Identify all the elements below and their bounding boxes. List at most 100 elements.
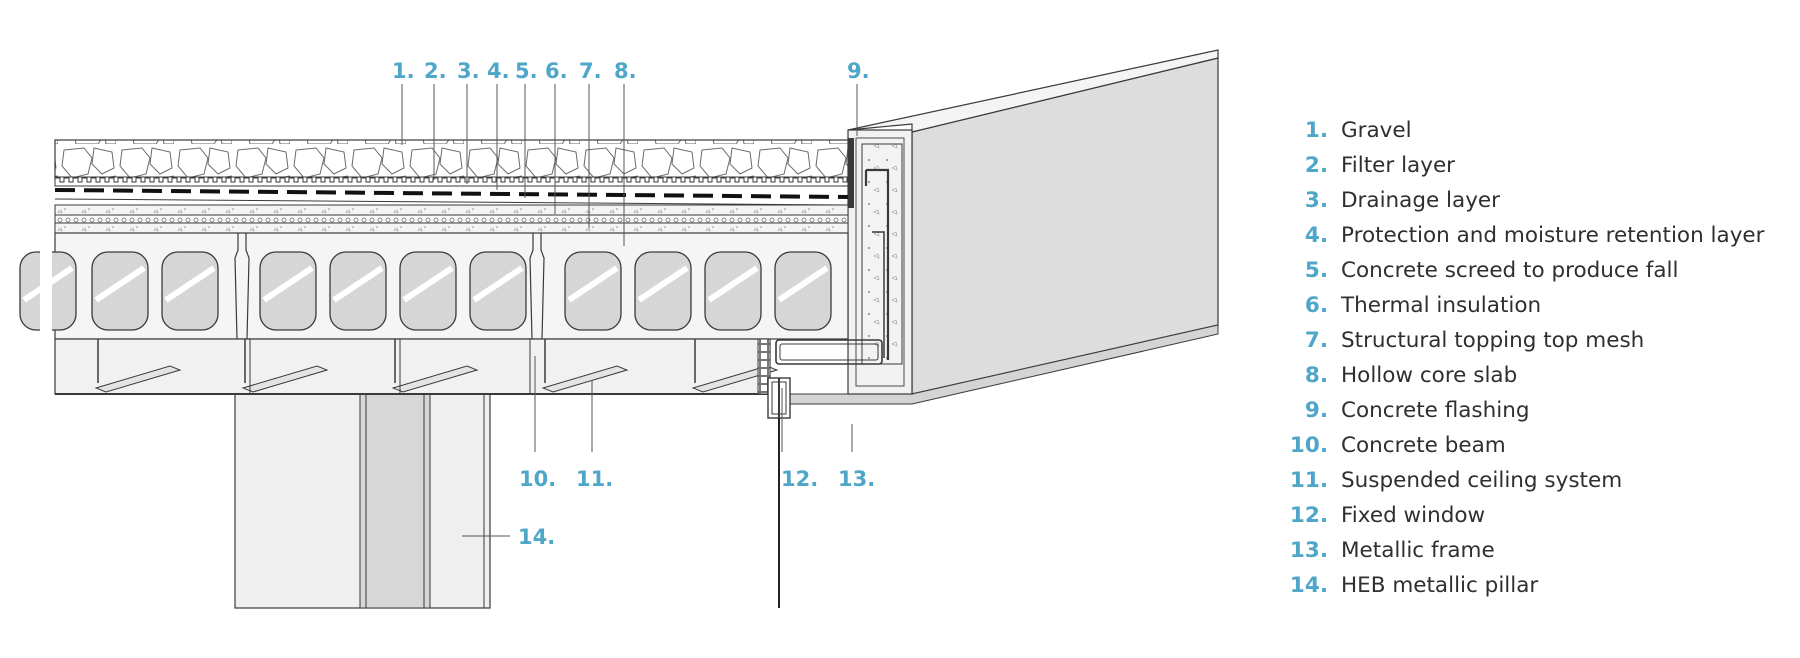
callout-labels: 1. 2. 3. 4. 5. 6. 7. 8. 9. 10. 11. 12. 1… <box>392 59 875 549</box>
legend-number: 13. <box>1289 538 1328 563</box>
callout-2: 2. <box>424 59 447 83</box>
suspended-ceiling-profiles <box>94 339 779 394</box>
slab-core-highlight <box>402 265 454 303</box>
legend-number: 6. <box>1304 293 1328 318</box>
slab-core <box>564 251 622 331</box>
slab-core <box>329 251 387 331</box>
callout-8: 8. <box>614 59 637 83</box>
slab-core <box>704 251 762 331</box>
legend-number: 11. <box>1289 468 1328 493</box>
screed-band <box>54 204 849 216</box>
legend-label: Fixed window <box>1341 503 1486 528</box>
legend-label: Hollow core slab <box>1341 363 1518 388</box>
legend-label: Thermal insulation <box>1341 293 1542 318</box>
callout-12: 12. <box>781 467 818 491</box>
slab-core-highlight <box>332 265 384 303</box>
slab-core-highlight <box>262 265 314 303</box>
gravel-layer <box>54 139 849 181</box>
ceiling-zone <box>54 338 779 395</box>
concrete-flashing <box>848 138 903 365</box>
legend-label: Drainage layer <box>1341 188 1500 213</box>
slab-core-highlight <box>94 265 146 303</box>
callout-1: 1. <box>392 59 415 83</box>
legend-item-concrete-beam: 10. Concrete beam <box>1286 428 1786 463</box>
ceiling-profile <box>541 365 629 393</box>
slab-core <box>91 251 149 331</box>
slab-core-highlight <box>164 265 216 303</box>
callout-3: 3. <box>457 59 480 83</box>
legend-number: 5. <box>1304 258 1328 283</box>
legend-item-filter-layer: 2. Filter layer <box>1286 148 1786 183</box>
legend-label: Gravel <box>1341 118 1412 143</box>
legend-label: Metallic frame <box>1341 538 1495 563</box>
ceiling-profile <box>691 365 779 393</box>
legend-number: 1. <box>1304 118 1328 143</box>
legend-number: 2. <box>1304 153 1328 178</box>
legend-number: 10. <box>1289 433 1328 458</box>
hollow-core-slab <box>19 232 849 340</box>
legend-label: Concrete beam <box>1341 433 1506 458</box>
legend-item-protection-layer: 4. Protection and moisture retention lay… <box>1286 218 1786 253</box>
legend-label: Concrete flashing <box>1341 398 1530 423</box>
legend-item-thermal-insulation: 6. Thermal insulation <box>1286 288 1786 323</box>
slab-joint <box>234 233 250 340</box>
slab-edge-mask <box>40 244 52 334</box>
legend: 1. Gravel 2. Filter layer 3. Drainage la… <box>1286 113 1786 603</box>
legend-number: 8. <box>1304 363 1328 388</box>
legend-item-hollow-core-slab: 8. Hollow core slab <box>1286 358 1786 393</box>
callout-10: 10. <box>519 467 556 491</box>
slab-core <box>259 251 317 331</box>
legend-number: 7. <box>1304 328 1328 353</box>
slab-cores <box>19 244 832 334</box>
slab-core <box>161 251 219 331</box>
legend-label: Structural topping top mesh <box>1341 328 1645 353</box>
callout-14: 14. <box>518 525 555 549</box>
legend-item-fixed-window: 12. Fixed window <box>1286 498 1786 533</box>
slab-core <box>469 251 527 331</box>
legend-label: Filter layer <box>1341 153 1456 178</box>
legend-number: 3. <box>1304 188 1328 213</box>
callout-13: 13. <box>838 467 875 491</box>
legend-number: 4. <box>1304 223 1328 248</box>
slab-core <box>774 251 832 331</box>
slab-core-highlight <box>637 265 689 303</box>
leader-lines <box>401 84 858 537</box>
legend-number: 14. <box>1289 573 1328 598</box>
callout-9: 9. <box>847 59 870 83</box>
legend-label: Concrete screed to produce fall <box>1341 258 1679 283</box>
legend-item-gravel: 1. Gravel <box>1286 113 1786 148</box>
thermal-insulation <box>54 214 849 224</box>
fixed-window <box>757 338 883 608</box>
callout-4: 4. <box>487 59 510 83</box>
legend-item-structural-topping: 7. Structural topping top mesh <box>1286 323 1786 358</box>
slab-core-highlight <box>777 265 829 303</box>
slab-core-highlight <box>707 265 759 303</box>
callout-7: 7. <box>579 59 602 83</box>
slab-core-highlight <box>567 265 619 303</box>
drainage-membrane-strip <box>54 176 853 206</box>
structural-topping <box>54 222 849 234</box>
slab-joint <box>529 233 545 340</box>
slab-core-highlight <box>472 265 524 303</box>
callout-11: 11. <box>576 467 613 491</box>
legend-label: Protection and moisture retention layer <box>1341 223 1765 248</box>
legend-item-drainage-layer: 3. Drainage layer <box>1286 183 1786 218</box>
legend-number: 12. <box>1289 503 1328 528</box>
legend-number: 9. <box>1304 398 1328 423</box>
callout-5: 5. <box>515 59 538 83</box>
legend-item-heb-pillar: 14. HEB metallic pillar <box>1286 568 1786 603</box>
callout-6: 6. <box>545 59 568 83</box>
slab-joints <box>234 233 545 340</box>
ceiling-profile <box>94 365 182 393</box>
legend-item-metallic-frame: 13. Metallic frame <box>1286 533 1786 568</box>
legend-label: Suspended ceiling system <box>1341 468 1623 493</box>
slab-core <box>634 251 692 331</box>
parapet-box <box>769 49 1219 405</box>
slab-core <box>399 251 457 331</box>
legend-item-concrete-flashing: 9. Concrete flashing <box>1286 393 1786 428</box>
legend-label: HEB metallic pillar <box>1341 573 1539 598</box>
heb-pillar <box>234 393 491 609</box>
legend-item-suspended-ceiling: 11. Suspended ceiling system <box>1286 463 1786 498</box>
